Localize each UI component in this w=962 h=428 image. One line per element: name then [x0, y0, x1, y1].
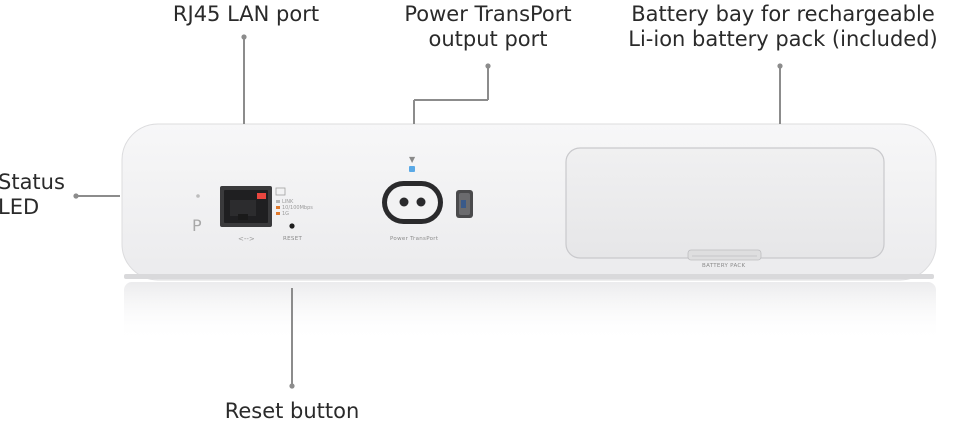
- port-activity-led: [257, 193, 266, 199]
- status-led: [196, 194, 200, 198]
- callout-rj45: RJ45 LAN port: [156, 2, 336, 27]
- callout-rj45-text: RJ45 LAN port: [172, 2, 320, 26]
- legend-line-2: 10/100Mbps: [282, 205, 313, 211]
- transport-arrow-icon: ▼: [409, 155, 416, 164]
- rj45-port: [220, 186, 272, 227]
- transport-led: [409, 166, 415, 172]
- lan-arrow-label: <-->: [238, 235, 255, 243]
- callout-battery-line1: Battery bay for rechargeable: [631, 2, 935, 26]
- callout-reset-text: Reset button: [224, 399, 360, 423]
- callout-status-line2: LED: [0, 195, 40, 219]
- reset-label: RESET: [283, 236, 302, 242]
- transport-port: ▼: [382, 155, 443, 224]
- callout-transport: Power TransPort output port: [392, 2, 584, 52]
- battery-bay: [565, 147, 885, 261]
- device-reflection: [124, 282, 936, 342]
- latch: [456, 190, 473, 218]
- legend-line-1: LINK: [282, 199, 294, 205]
- callout-battery-line2: Li-ion battery pack (included): [628, 27, 938, 51]
- callout-battery: Battery bay for rechargeable Li-ion batt…: [618, 2, 948, 52]
- callout-status-line1: Status: [0, 170, 65, 194]
- callout-reset: Reset button: [200, 399, 384, 424]
- callout-transport-line2: output port: [428, 27, 548, 51]
- leader-lines: [76, 37, 781, 386]
- callout-transport-line1: Power TransPort: [404, 2, 572, 26]
- port-legend: LINK 10/100Mbps 1G: [275, 187, 313, 217]
- callout-status-led: Status LED: [0, 170, 68, 220]
- transport-label: Power TransPort: [390, 236, 439, 242]
- led-letter: P: [192, 216, 202, 235]
- reset-button[interactable]: [289, 223, 295, 229]
- leader-dots: [73, 34, 783, 389]
- legend-line-3: 1G: [282, 211, 289, 217]
- battery-label: BATTERY PACK: [702, 263, 746, 269]
